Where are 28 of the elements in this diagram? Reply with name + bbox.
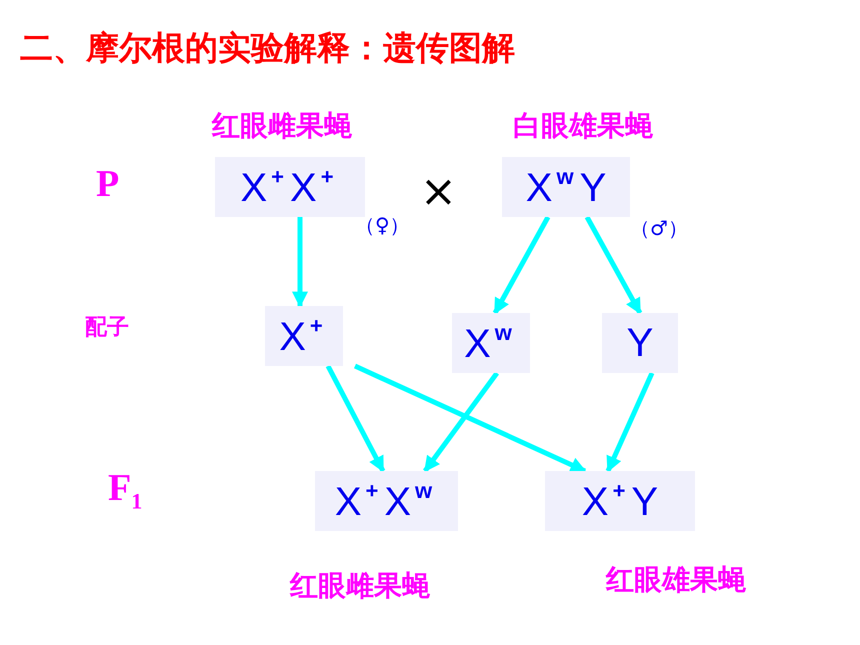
arrow <box>422 372 500 472</box>
phenotype-label: 红眼雌果蝇 <box>290 568 430 604</box>
sex-symbol-label: （♂） <box>630 215 688 242</box>
genotype-text: X$^{w}$Y <box>526 164 606 210</box>
phenotype-label: 白眼雄果蝇 <box>513 108 653 144</box>
genotype-text: X$^{+}$X$^{+}$ <box>240 164 335 210</box>
phenotype-label: 红眼雌果蝇 <box>212 108 352 144</box>
cross-sign: × <box>420 166 457 217</box>
genotype-box <box>452 313 530 373</box>
arrow <box>326 364 386 472</box>
genotype-text: X$^{w}$ <box>464 320 513 366</box>
generation-label: 配子 <box>85 314 129 342</box>
phenotype-label: 红眼雄果蝇 <box>606 562 746 598</box>
arrow <box>584 216 642 314</box>
arrow <box>492 216 550 314</box>
title: 二、摩尔根的实验解释：遗传图解 <box>20 27 515 69</box>
generation-label: P <box>96 162 120 206</box>
genotype-box <box>265 306 343 366</box>
genotype-text: X$^{+}$X$^{w}$ <box>334 478 434 524</box>
genotype-text: X$^{+}$Y <box>582 478 658 524</box>
sex-symbol-label: （♀） <box>355 212 410 239</box>
generation-label: F$_{1}$ <box>108 466 142 515</box>
arrow <box>354 364 586 474</box>
arrow <box>292 217 308 308</box>
arrow <box>606 372 654 472</box>
genotype-box <box>602 313 678 373</box>
genotype-text: Y <box>626 320 654 366</box>
genotype-text: X$^{+}$ <box>279 312 324 360</box>
